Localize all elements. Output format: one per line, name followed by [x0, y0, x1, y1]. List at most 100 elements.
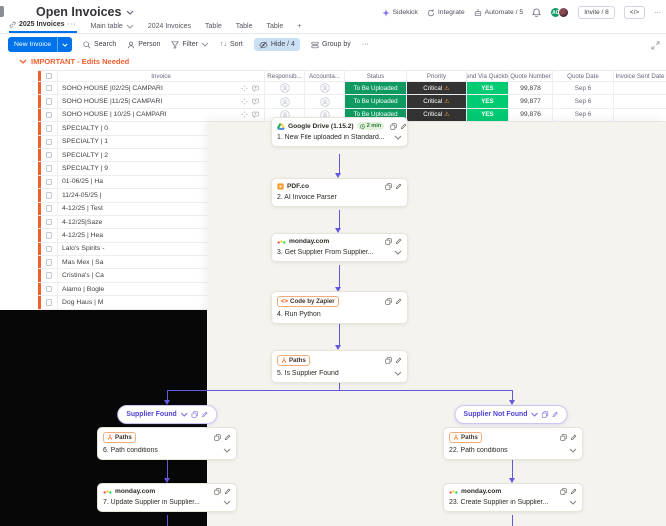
chevron-down-icon[interactable] — [569, 500, 577, 505]
table-row[interactable]: 11/24-05/25 | — [38, 189, 207, 203]
send-via-cell[interactable]: YES — [467, 95, 509, 108]
copy-icon[interactable] — [560, 488, 567, 495]
column-header-accountant[interactable]: Accounta... — [305, 71, 345, 81]
pencil-icon[interactable] — [395, 238, 402, 245]
pencil-icon[interactable] — [551, 411, 558, 418]
toolbar-more-button[interactable]: ··· — [361, 41, 369, 48]
column-header-priority[interactable]: Priority — [407, 71, 467, 81]
zap-step-7-card[interactable]: monday.com 7. Update Supplier in Supplie… — [97, 483, 237, 512]
zap-step-22-card[interactable]: Paths 22. Path conditions — [443, 427, 583, 460]
table-row[interactable]: Lalo's Spirits - — [38, 242, 207, 257]
add-tab-button[interactable]: + — [297, 23, 302, 30]
priority-cell[interactable]: Critical⚠ — [407, 82, 467, 95]
send-via-cell[interactable]: YES — [467, 82, 509, 95]
table-row[interactable]: 4-12/25 | Hea — [38, 229, 207, 243]
checkbox[interactable] — [45, 125, 53, 132]
chevron-down-icon[interactable] — [180, 412, 188, 417]
copy-icon[interactable] — [385, 298, 392, 305]
invoice-name-cell[interactable]: SOHO HOUSE | 10/25 | CAMPARI — [58, 108, 265, 122]
pencil-icon[interactable] — [224, 434, 231, 441]
copy-icon[interactable] — [390, 122, 397, 130]
column-header-invoice-sent-date[interactable]: Invoice Sent Date — [615, 72, 665, 80]
chevron-down-icon[interactable] — [394, 371, 402, 376]
checkbox[interactable] — [45, 98, 53, 105]
quote-date-cell[interactable]: Sep 6 — [553, 108, 614, 122]
zap-step-1-card[interactable]: Google Drive (1.15.2) 2 min 1. New File … — [271, 117, 408, 147]
filter-button[interactable]: Filter — [171, 40, 209, 49]
zap-step-4-card[interactable]: <> Code by Zapier 4. Run Python — [271, 291, 408, 324]
status-cell[interactable]: To Be Uploaded — [345, 82, 407, 95]
table-row[interactable]: SPECIALTY | 1 — [38, 135, 207, 149]
invoice-name-cell[interactable]: SOHO HOUSE |11/25| CAMPARI — [58, 95, 265, 108]
checkbox[interactable] — [45, 178, 53, 186]
integrate-button[interactable]: Integrate — [427, 9, 465, 17]
hide-columns-button[interactable]: Hide / 4 — [253, 38, 300, 51]
checkbox[interactable] — [45, 232, 53, 239]
quote-number-cell[interactable]: 99,878 — [509, 82, 553, 95]
checkbox[interactable] — [45, 72, 53, 80]
header-more-button[interactable]: ··· — [654, 9, 661, 16]
table-row[interactable]: SPECIALTY | 0 — [38, 122, 207, 136]
add-update-chat-icon[interactable] — [252, 111, 259, 119]
checkbox[interactable] — [45, 192, 53, 199]
chevron-down-icon[interactable] — [223, 500, 231, 505]
status-cell[interactable]: To Be Uploaded — [345, 95, 407, 108]
quote-date-cell[interactable]: Sep 6 — [553, 95, 614, 108]
copy-icon[interactable] — [541, 411, 549, 418]
copy-icon[interactable] — [191, 411, 198, 418]
column-header-responsible[interactable]: Responsib... — [265, 71, 305, 81]
checkbox[interactable] — [45, 299, 53, 306]
tab-table-3[interactable]: Table — [266, 23, 284, 30]
select-all-cell[interactable] — [41, 71, 58, 81]
chevron-down-icon[interactable] — [19, 59, 27, 64]
checkbox[interactable] — [45, 165, 53, 172]
zap-step-2-card[interactable]: PDF.co 2. AI Invoice Parser — [271, 178, 408, 207]
table-row[interactable]: 01-06/25 | Ha — [38, 175, 207, 190]
checkbox[interactable] — [45, 151, 53, 159]
checkbox[interactable] — [45, 205, 53, 212]
chevron-down-icon[interactable] — [58, 37, 72, 52]
add-update-chat-icon[interactable] — [252, 85, 259, 92]
tab-table-1[interactable]: Table — [205, 23, 222, 30]
send-via-cell[interactable]: YES — [467, 108, 509, 122]
quote-date-cell[interactable]: Sep 6 — [553, 82, 614, 95]
invite-button[interactable]: Invite / 8 — [578, 6, 615, 19]
pencil-icon[interactable] — [395, 357, 402, 364]
sort-button[interactable]: ↑↓ Sort — [219, 41, 243, 48]
collapse-expand-icon[interactable] — [651, 41, 660, 50]
checkbox[interactable] — [45, 138, 53, 145]
pencil-icon[interactable] — [395, 298, 402, 305]
zap-step-5-card[interactable]: Paths 5. Is Supplier Found — [271, 350, 408, 383]
table-row[interactable]: Dog Haus | M — [38, 296, 207, 310]
branch-pill-supplier-found[interactable]: Supplier Found — [117, 405, 217, 424]
branch-pill-supplier-not-found[interactable]: Supplier Not Found — [454, 405, 568, 424]
table-row[interactable]: Mas Mex | Sa — [38, 256, 207, 270]
copy-icon[interactable] — [560, 434, 567, 441]
chevron-down-icon[interactable] — [394, 135, 402, 140]
table-row[interactable]: SOHO HOUSE | 10/25 | CAMPARI To Be Uploa… — [38, 108, 666, 123]
table-row[interactable]: SPECIALTY | 2 — [38, 148, 207, 163]
tab-table-2[interactable]: Table — [235, 23, 253, 30]
tab-main-table[interactable]: Main table — [91, 23, 134, 33]
table-row[interactable]: Cristina's | Ca — [38, 269, 207, 283]
checkbox[interactable] — [45, 285, 53, 293]
chevron-down-icon[interactable] — [569, 448, 577, 453]
copy-icon[interactable] — [214, 434, 221, 441]
responsible-cell[interactable] — [265, 82, 305, 95]
zap-step-23-card[interactable]: monday.com 23. Create Supplier in Suppli… — [443, 483, 583, 512]
chevron-down-icon[interactable] — [126, 10, 134, 15]
table-row[interactable]: 4-12/25|Saze — [38, 215, 207, 230]
column-header-send-via[interactable]: Send Via Quickb... — [467, 71, 509, 81]
copy-icon[interactable] — [385, 238, 392, 245]
person-filter-button[interactable]: Person — [127, 41, 160, 49]
group-header[interactable]: IMPORTANT - Edits Needed — [19, 57, 129, 66]
pencil-icon[interactable] — [400, 123, 407, 130]
checkbox[interactable] — [45, 272, 53, 279]
table-row[interactable]: Alamo | Bogle — [38, 282, 207, 297]
checkbox[interactable] — [45, 218, 53, 226]
pencil-icon[interactable] — [395, 183, 402, 190]
accountant-cell[interactable] — [305, 82, 345, 95]
table-row[interactable]: SOHO HOUSE |11/25| CAMPARI To Be Uploade… — [38, 95, 666, 109]
column-header-status[interactable]: Status — [345, 71, 407, 81]
column-header-invoice[interactable]: Invoice — [58, 71, 265, 81]
